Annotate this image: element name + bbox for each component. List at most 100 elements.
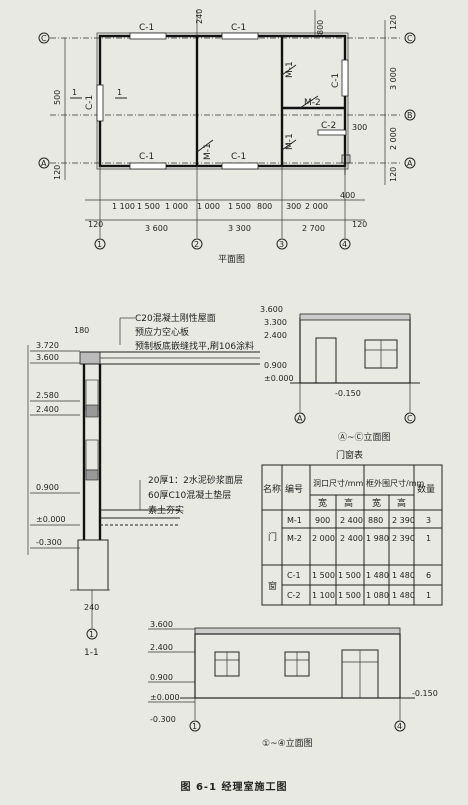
floor-note: 60厚C10混凝土垫层 <box>148 489 231 501</box>
axis-c-marker-left <box>38 32 50 44</box>
dim-bottom: 1 100 <box>112 202 135 211</box>
elev-14-axis: 4 <box>397 722 402 731</box>
dim-bottom-axis: 3 600 <box>145 224 168 233</box>
axis-label-a-left: A <box>41 159 47 168</box>
table-header: 宽 <box>372 497 381 509</box>
window-label: C-1 <box>85 95 95 110</box>
elevation-a-c: 3.600 3.300 2.400 0.900 ±0.000 -0.150 A … <box>260 305 420 443</box>
dim-bottom: 800 <box>257 202 272 211</box>
door-label: M-1 <box>285 133 295 150</box>
elev-ac-elevation: 3.300 <box>264 318 287 327</box>
dim-bottom-side: 120 <box>352 220 367 229</box>
dim-bottom-axis: 2 700 <box>302 224 325 233</box>
dim-right: 120 <box>389 15 398 30</box>
table-title: 门窗表 <box>336 449 363 461</box>
window-label: C-1 <box>231 152 246 162</box>
section-elevation: 3.720 <box>36 341 59 350</box>
door-label: M-1 <box>203 143 213 160</box>
axis-a-marker-right <box>404 157 416 169</box>
section-note: 预应力空心板 <box>135 326 189 338</box>
elev-ac-title: Ⓐ~Ⓒ立面图 <box>338 431 391 443</box>
table-cell: 880 <box>368 516 383 525</box>
figure-caption: 图 6-1 经理室施工图 <box>180 782 288 793</box>
table-cell: 6 <box>426 571 431 580</box>
elev-ac-axis: C <box>407 414 413 423</box>
dim-bottom: 300 <box>286 202 301 211</box>
table-cell: 1 100 <box>312 591 335 600</box>
dim-bottom: 1 500 <box>137 202 160 211</box>
elev-14-elevation: -0.300 <box>150 715 176 724</box>
table-cell: 1 <box>426 591 431 600</box>
axis-label-c-left: C <box>41 34 47 43</box>
axis-number: 2 <box>194 240 199 249</box>
section-dim-top: 180 <box>74 326 89 335</box>
section-elevation: 2.580 <box>36 391 59 400</box>
table-cell: 1 480 <box>366 571 389 580</box>
section-title: 1-1 <box>84 648 99 658</box>
elev-14-elevation: 3.600 <box>150 620 173 629</box>
dim-right: 300 <box>352 123 367 132</box>
table-header: 宽 <box>318 497 327 509</box>
elev-ac-elevation: 3.600 <box>260 305 283 314</box>
table-header: 名称 <box>263 483 281 495</box>
axis-label-a-right: A <box>407 159 413 168</box>
elev-14-elevation: 2.400 <box>150 643 173 652</box>
table-cell: 1 980 <box>366 534 389 543</box>
door-window-table: 门窗表 名称 编号 洞口尺寸/mm 框外围尺寸/mm 数量 宽 高 宽 高 门 … <box>261 449 443 606</box>
table-header: 编号 <box>285 483 303 495</box>
table-header: 洞口尺寸/mm <box>313 478 363 488</box>
section-mark: 1 <box>72 88 77 97</box>
table-group: 窗 <box>268 580 277 592</box>
window-label: C-1 <box>331 73 341 88</box>
section-elevation: ±0.000 <box>36 515 66 524</box>
elev-ac-elevation: 0.900 <box>264 361 287 370</box>
floor-plan: C A C B A C-1 C-1 C-1 C-1 C-1 <box>38 9 416 265</box>
section-elevation: 0.900 <box>36 483 59 492</box>
dim-left: 500 <box>53 90 62 105</box>
table-cell: 1 500 <box>338 571 361 580</box>
door-label: M-2 <box>304 98 321 108</box>
axis-a-marker-left <box>38 157 50 169</box>
section-note: C20混凝土刚性屋面 <box>135 312 216 324</box>
elev-14-axis: 1 <box>192 722 197 731</box>
table-cell: 900 <box>315 516 330 525</box>
dim-bottom: 400 <box>340 191 355 200</box>
elev-14-title: ①~④立面图 <box>262 737 313 749</box>
dim-top: 240 <box>195 9 204 24</box>
table-group: 门 <box>268 531 277 543</box>
section-note: 预制板底嵌缝找平,刷106涂料 <box>135 340 254 352</box>
section-dim-bottom: 240 <box>84 603 99 612</box>
section-mark: 1 <box>117 88 122 97</box>
dim-right: 120 <box>389 167 398 182</box>
table-header: 数量 <box>417 483 435 495</box>
elev-14-elevation: ±0.000 <box>150 693 180 702</box>
table-cell: 2 390 <box>392 516 415 525</box>
elev-ac-axis: A <box>297 414 303 423</box>
table-cell: M-1 <box>287 516 302 525</box>
table-cell: 1 500 <box>312 571 335 580</box>
table-cell: 1 500 <box>338 591 361 600</box>
dim-right: 2 000 <box>389 127 398 150</box>
table-cell: 1 <box>426 534 431 543</box>
plan-title: 平面图 <box>218 254 245 265</box>
elevation-1-4: 3.600 2.400 0.900 ±0.000 -0.300 -0.150 1… <box>148 620 438 749</box>
dim-bottom: 1 500 <box>228 202 251 211</box>
table-cell: 1 480 <box>392 591 415 600</box>
axis-number: 3 <box>279 240 284 249</box>
window-label: C-1 <box>231 23 246 33</box>
elev-14-elevation: 0.900 <box>150 673 173 682</box>
dim-bottom: 1 000 <box>197 202 220 211</box>
table-cell: 2 000 <box>312 534 335 543</box>
table-cell: 1 480 <box>392 571 415 580</box>
door-label: M-1 <box>285 61 295 78</box>
dim-left: 120 <box>53 165 62 180</box>
table-cell: M-2 <box>287 534 302 543</box>
floor-note: 素土夯实 <box>148 504 184 516</box>
elev-ac-elevation: 2.400 <box>264 331 287 340</box>
axis-label-b-right: B <box>407 111 413 120</box>
elev-ac-elevation: -0.150 <box>335 389 361 398</box>
dim-right: 3 000 <box>389 67 398 90</box>
elev-ac-elevation: ±0.000 <box>264 374 294 383</box>
dim-bottom-axis: 3 300 <box>228 224 251 233</box>
